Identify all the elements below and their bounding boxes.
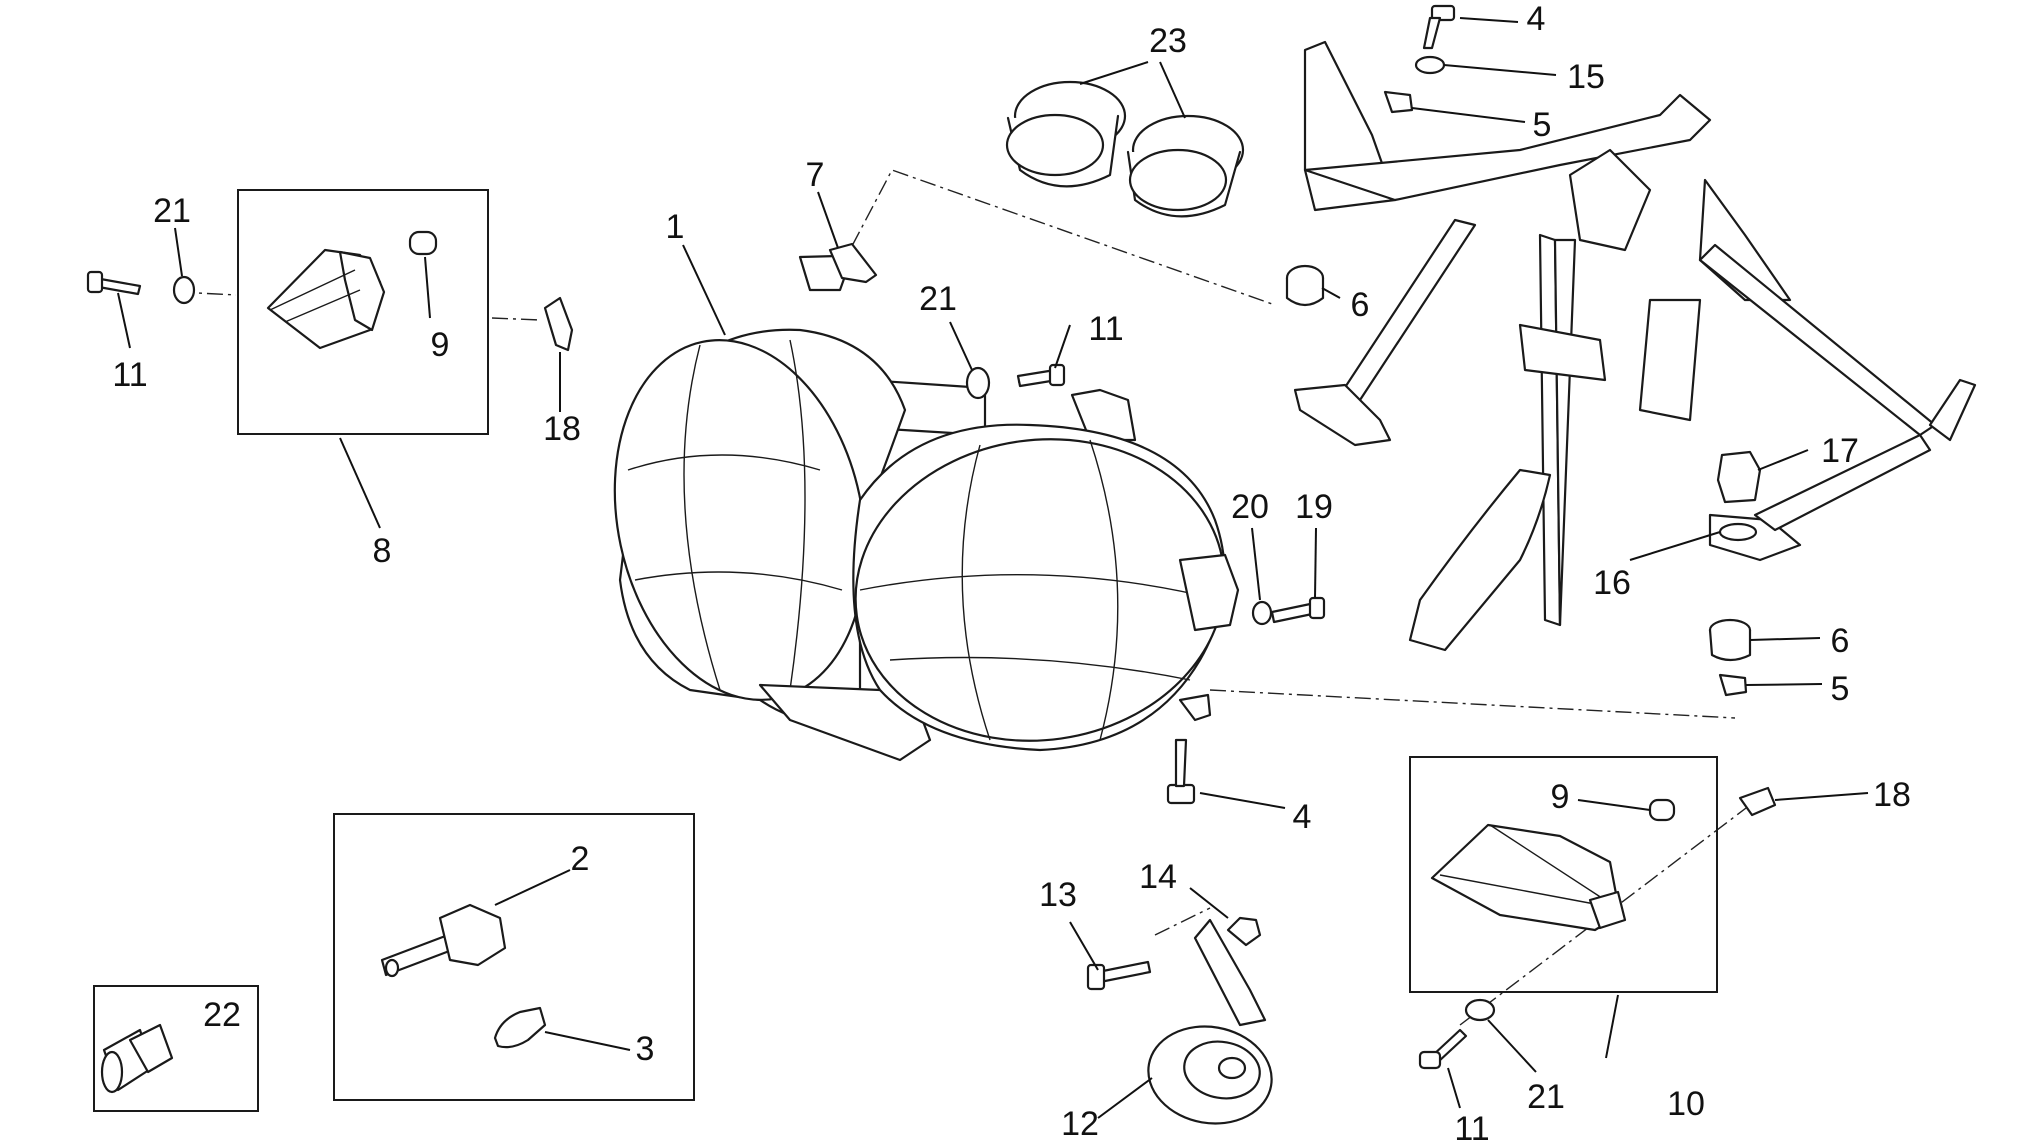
hardware-nut-5-bottom	[1718, 673, 1748, 697]
kit-box-8	[237, 189, 489, 435]
hardware-bolt-11-right	[1418, 1028, 1468, 1070]
callout-labels: 1 2 3 4 4 5 5 6 6 7 8 9 9 10 11 11 11 12…	[112, 0, 1911, 1141]
hardware-bolt-19	[1270, 596, 1326, 624]
label-3: 3	[636, 1030, 655, 1068]
leader-lines	[117, 17, 1869, 1119]
label-7: 7	[806, 156, 825, 194]
label-17: 17	[1821, 432, 1859, 470]
label-21-right: 21	[1527, 1078, 1565, 1116]
label-11-left: 11	[112, 356, 147, 394]
hardware-washer-15	[1414, 55, 1446, 75]
label-21-left: 21	[153, 192, 191, 230]
label-20: 20	[1231, 488, 1269, 526]
label-8: 8	[373, 532, 392, 570]
label-1: 1	[666, 208, 685, 246]
kit-box-2	[333, 813, 695, 1101]
label-18-left: 18	[543, 410, 581, 448]
label-11-right: 11	[1454, 1110, 1489, 1141]
label-9-left: 9	[431, 326, 450, 364]
kit-box-10	[1409, 756, 1718, 993]
hardware-nut-14	[1226, 916, 1262, 947]
label-2: 2	[571, 840, 590, 878]
label-5-top: 5	[1533, 106, 1552, 144]
hardware-bolt-4-bottom	[1166, 738, 1196, 805]
hardware-grommet-6-top	[1285, 264, 1325, 307]
hardware-washer-16	[1718, 522, 1758, 542]
hardware-clip-18-left	[543, 296, 574, 352]
hardware-screw-9-left	[408, 230, 438, 256]
instrument-rings	[1005, 80, 1245, 218]
label-13: 13	[1039, 876, 1077, 914]
label-16: 16	[1593, 564, 1631, 602]
kit-box-22	[93, 985, 259, 1112]
hardware-nut-5-top	[1383, 90, 1414, 114]
horn	[1147, 918, 1273, 1125]
label-6-bottom: 6	[1831, 622, 1850, 660]
label-4-bottom: 4	[1293, 798, 1312, 836]
label-11-center: 11	[1088, 310, 1123, 348]
hardware-bolt-11-left	[86, 270, 142, 296]
label-23: 23	[1149, 22, 1187, 60]
hardware-washer-21-left	[172, 275, 196, 305]
hardware-clip-7	[828, 242, 878, 284]
label-12: 12	[1061, 1105, 1099, 1141]
hardware-bolt-13	[1086, 960, 1152, 991]
hardware-bolt-4-top	[1422, 4, 1456, 50]
bulb	[493, 1006, 547, 1049]
headlight-assembly	[613, 254, 1240, 762]
hardware-screw-9-right	[1648, 798, 1676, 822]
label-10: 10	[1667, 1085, 1705, 1123]
hardware-grommet-6-bottom	[1708, 618, 1752, 662]
label-15: 15	[1567, 58, 1605, 96]
bulb-cap	[100, 1023, 174, 1094]
label-18-right: 18	[1873, 776, 1911, 814]
label-14: 14	[1139, 858, 1177, 896]
label-22: 22	[203, 996, 241, 1034]
hardware-spacer-20	[1251, 600, 1273, 626]
hardware-bolt-11-center	[1016, 363, 1066, 388]
turn-indicator-left	[266, 248, 386, 350]
headlight-support-frame	[1293, 40, 1977, 652]
hardware-washer-21-center	[965, 366, 991, 400]
hardware-washer-21-right	[1464, 998, 1496, 1022]
label-5-bottom: 5	[1831, 670, 1850, 708]
turn-indicator-right	[1430, 823, 1627, 932]
label-19: 19	[1295, 488, 1333, 526]
label-6-top: 6	[1351, 286, 1370, 324]
hardware-clip-18-right	[1738, 786, 1777, 817]
hardware-nut-17	[1716, 450, 1762, 504]
bulb-holder	[380, 903, 507, 978]
label-21-center: 21	[919, 280, 957, 318]
label-4-top: 4	[1527, 0, 1546, 38]
label-9-right: 9	[1551, 778, 1570, 816]
